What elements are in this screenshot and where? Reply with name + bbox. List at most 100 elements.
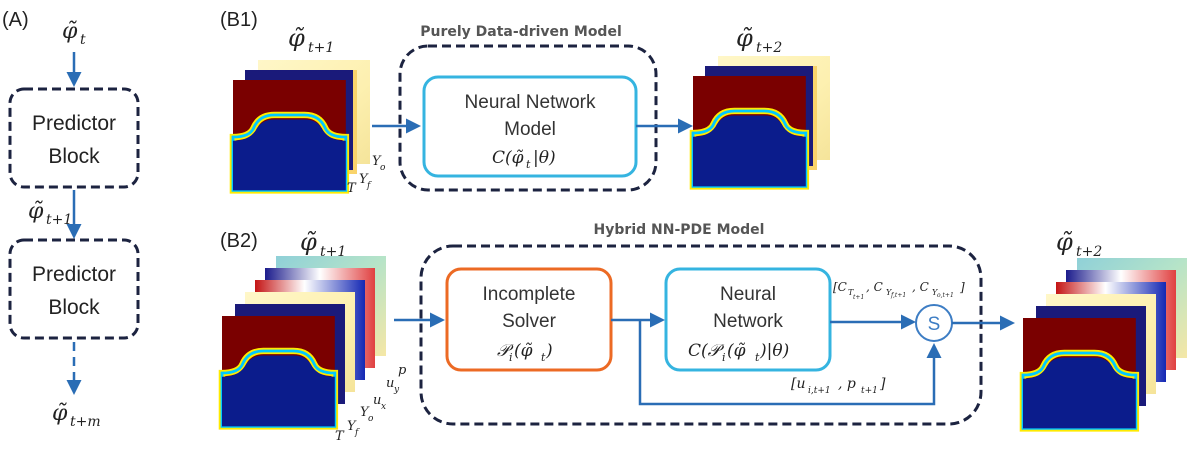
svg-text:t+1: t+1: [853, 294, 864, 301]
panel-a-label: (A): [2, 9, 29, 31]
svg-text:t: t: [541, 351, 546, 364]
svg-text:[u: [u: [791, 376, 805, 392]
svg-text:φ̃: φ̃: [52, 401, 68, 426]
b2-nn-line1: Neural: [720, 284, 776, 305]
b2-field-labels: T Y f Y o u x u y p: [335, 363, 407, 444]
svg-text:o,t+1: o,t+1: [937, 292, 954, 299]
svg-text:, C: , C: [866, 280, 883, 294]
b1-model-boundary: [398, 44, 658, 192]
svg-text:(φ̃: (φ̃: [514, 341, 533, 361]
b2-solver-line2: Solver: [502, 311, 557, 332]
b2-input-field-stack: [222, 256, 386, 426]
svg-text:o: o: [380, 163, 386, 173]
b2-field-t: [222, 316, 335, 426]
predictor-block-1-line2: Block: [48, 145, 100, 168]
sum-symbol: S: [928, 314, 941, 335]
svg-text:φ̃: φ̃: [300, 228, 317, 256]
svg-text:T: T: [347, 181, 357, 196]
b1-field-t: [233, 80, 346, 190]
svg-text:φ̃: φ̃: [1056, 228, 1073, 256]
svg-text:Y: Y: [372, 154, 382, 169]
panel-b2-label: (B2): [220, 230, 258, 252]
b2-output-field-stack: [1023, 258, 1187, 428]
svg-text:[C: [C: [833, 280, 847, 294]
b2-nn-line2: Network: [713, 311, 783, 332]
svg-text:φ̃: φ̃: [62, 19, 78, 44]
svg-text:Y: Y: [360, 405, 370, 420]
svg-text:f: f: [366, 181, 372, 191]
svg-text:f,t+1: f,t+1: [890, 292, 906, 299]
panel-b1-title: Purely Data-driven Model: [420, 24, 622, 40]
svg-text:C(𝒫: C(𝒫: [688, 341, 725, 361]
svg-text:i,t+1: i,t+1: [808, 386, 831, 396]
svg-text:φ̃: φ̃: [736, 24, 753, 52]
b1-field-labels: T Y f Y o: [347, 154, 386, 196]
b1-output-symbol: φ̃ t+2: [736, 24, 782, 56]
svg-text:, p: , p: [838, 376, 856, 392]
svg-text:t+2: t+2: [1076, 244, 1102, 260]
svg-text:t+m: t+m: [70, 414, 101, 430]
svg-text:T: T: [335, 429, 345, 444]
predictor-block-1: [8, 87, 140, 189]
svg-text:i: i: [722, 351, 726, 364]
panel-a: (A) φ̃ t Predictor Block φ̃ t+1 Predicto…: [2, 9, 140, 430]
svg-text:]: ]: [959, 280, 965, 294]
svg-text:Y: Y: [932, 288, 938, 297]
b2-input-symbol: φ̃ t+1: [300, 228, 346, 260]
b1-nn-line2: Model: [504, 119, 556, 140]
predictor-block-1-line1: Predictor: [32, 112, 116, 135]
b1-input-symbol: φ̃ t+1: [288, 24, 334, 56]
svg-text:u: u: [386, 376, 394, 391]
b2-solver-line1: Incomplete: [483, 284, 576, 305]
predictor-block-2-line1: Predictor: [32, 263, 116, 286]
svg-text:x: x: [381, 402, 386, 412]
b2-nn-box: [664, 267, 832, 372]
svg-text:o: o: [368, 414, 374, 424]
svg-text:Y: Y: [347, 419, 357, 434]
svg-text:)|θ): )|θ): [759, 341, 789, 361]
svg-text:t: t: [80, 32, 86, 48]
svg-text:]: ]: [879, 376, 886, 392]
svg-text:f: f: [354, 428, 360, 438]
svg-text:i: i: [509, 351, 513, 364]
panel-a-mid-symbol: φ̃ t+1: [28, 199, 72, 228]
svg-text:p: p: [398, 363, 407, 378]
b1-out-field-t: [693, 76, 806, 186]
svg-text:, C: , C: [912, 280, 929, 294]
panel-a-output-symbol: φ̃ t+m: [52, 401, 101, 430]
svg-text:Y: Y: [886, 288, 892, 297]
b1-input-field-stack: [233, 60, 370, 190]
svg-text:|θ): |θ): [533, 148, 556, 168]
b2-nn-formula: C(𝒫 i (φ̃ t )|θ): [688, 341, 789, 364]
b1-nn-formula: C(φ̃ t |θ): [492, 148, 556, 171]
b2-solver-formula: 𝒫 i (φ̃ t ): [497, 341, 553, 364]
panel-b1: (B1) Purely Data-driven Model φ̃ t+1 T Y…: [220, 9, 830, 196]
predictor-block-2-line2: Block: [48, 296, 100, 319]
panel-b2-title: Hybrid NN-PDE Model: [594, 222, 765, 238]
svg-text:φ̃: φ̃: [288, 24, 305, 52]
svg-text:t+2: t+2: [756, 40, 782, 56]
svg-text:(φ̃: (φ̃: [727, 341, 746, 361]
svg-text:t+1: t+1: [46, 212, 72, 228]
svg-text:): ): [545, 341, 553, 361]
svg-text:t+1: t+1: [861, 386, 878, 396]
svg-text:C(φ̃: C(φ̃: [492, 148, 524, 168]
svg-text:t: t: [755, 351, 760, 364]
b2-arrow-bypass-to-sum: [638, 320, 942, 406]
b2-out-field-t: [1023, 318, 1136, 428]
svg-text:φ̃: φ̃: [28, 199, 44, 224]
svg-text:t: t: [526, 158, 531, 171]
panel-b2: (B2) Hybrid NN-PDE Model φ̃ t+1 T Y f Y …: [220, 222, 1187, 444]
svg-text:u: u: [373, 393, 381, 408]
b2-model-boundary: [419, 244, 983, 426]
panel-b1-label: (B1): [220, 9, 258, 31]
predictor-block-2: [8, 238, 140, 340]
b1-output-field-stack: [693, 56, 830, 186]
b2-velocity-label: [u i,t+1 , p t+1 ]: [791, 376, 886, 396]
svg-text:Y: Y: [359, 172, 369, 187]
b1-nn-line1: Neural Network: [465, 92, 596, 113]
svg-text:t+1: t+1: [308, 40, 334, 56]
b2-output-symbol: φ̃ t+2: [1056, 228, 1102, 260]
